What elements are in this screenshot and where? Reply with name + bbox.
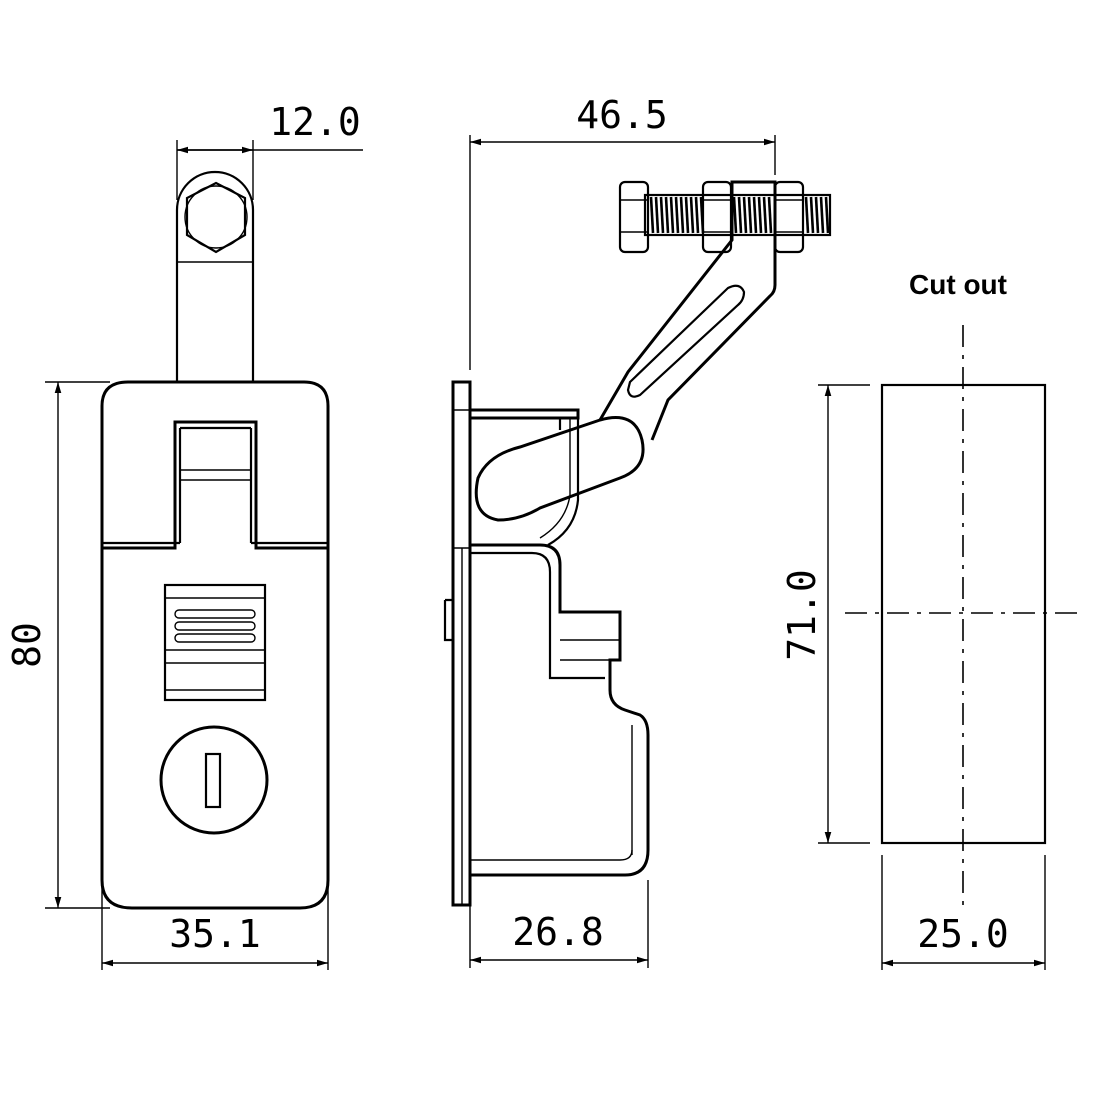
hex-nut-right-icon	[773, 180, 805, 254]
push-button	[163, 583, 267, 702]
dim-label-26: 26.8	[512, 910, 604, 954]
thread-line	[819, 196, 825, 234]
thread-line	[732, 196, 738, 234]
dim-label-35: 35.1	[169, 912, 261, 956]
hex-nut-left-icon	[618, 180, 650, 254]
thread-line	[737, 196, 743, 234]
dim-overall-width: 46.5	[469, 93, 776, 370]
thread-line	[747, 196, 753, 234]
thread-line	[752, 196, 758, 234]
thread-line	[679, 196, 685, 234]
handle-lever	[474, 416, 645, 522]
thread-line	[649, 196, 655, 234]
bolt-shaft	[175, 170, 255, 382]
thread-line	[742, 196, 748, 234]
dim-width: 35.1	[101, 885, 329, 970]
threaded-rod	[643, 193, 832, 237]
thread-line	[824, 196, 830, 234]
dim-cut-out-width: 25.0	[881, 855, 1046, 970]
front-view: 12.0 80 35.1	[5, 100, 363, 970]
hex-nut-middle-icon	[701, 180, 733, 254]
key-lock-icon	[159, 725, 269, 835]
dim-label-46: 46.5	[576, 93, 668, 137]
side-view: 46.5 26.8	[443, 93, 832, 968]
dim-cut-out-height: 71.0	[780, 384, 870, 844]
tongue-recess	[102, 420, 328, 550]
thread-line	[809, 196, 815, 234]
thread-line	[669, 196, 675, 234]
thread-line	[757, 196, 763, 234]
thread-line	[804, 196, 810, 234]
dim-label-71: 71.0	[780, 569, 824, 661]
cut-out-title: Cut out	[909, 269, 1007, 300]
thread-line	[664, 196, 670, 234]
thread-line	[694, 196, 700, 234]
thread-line	[814, 196, 820, 234]
thread-line	[762, 196, 768, 234]
latch-body	[100, 380, 330, 910]
thread-line	[654, 196, 660, 234]
thread-line	[684, 196, 690, 234]
cut-out-view: Cut out 71.0 25.0	[780, 269, 1085, 970]
dim-body-depth: 26.8	[469, 880, 649, 968]
lower-body	[470, 543, 650, 877]
dim-label-25: 25.0	[917, 912, 1009, 956]
thread-line	[767, 196, 773, 234]
hex-nut-icon	[184, 181, 248, 254]
dim-label-80: 80	[5, 622, 49, 668]
thread-line	[674, 196, 680, 234]
dim-label-12: 12.0	[269, 100, 361, 144]
dim-bolt-width: 12.0	[176, 100, 363, 200]
thread-line	[689, 196, 695, 234]
thread-line	[659, 196, 665, 234]
dim-height: 80	[5, 381, 110, 909]
